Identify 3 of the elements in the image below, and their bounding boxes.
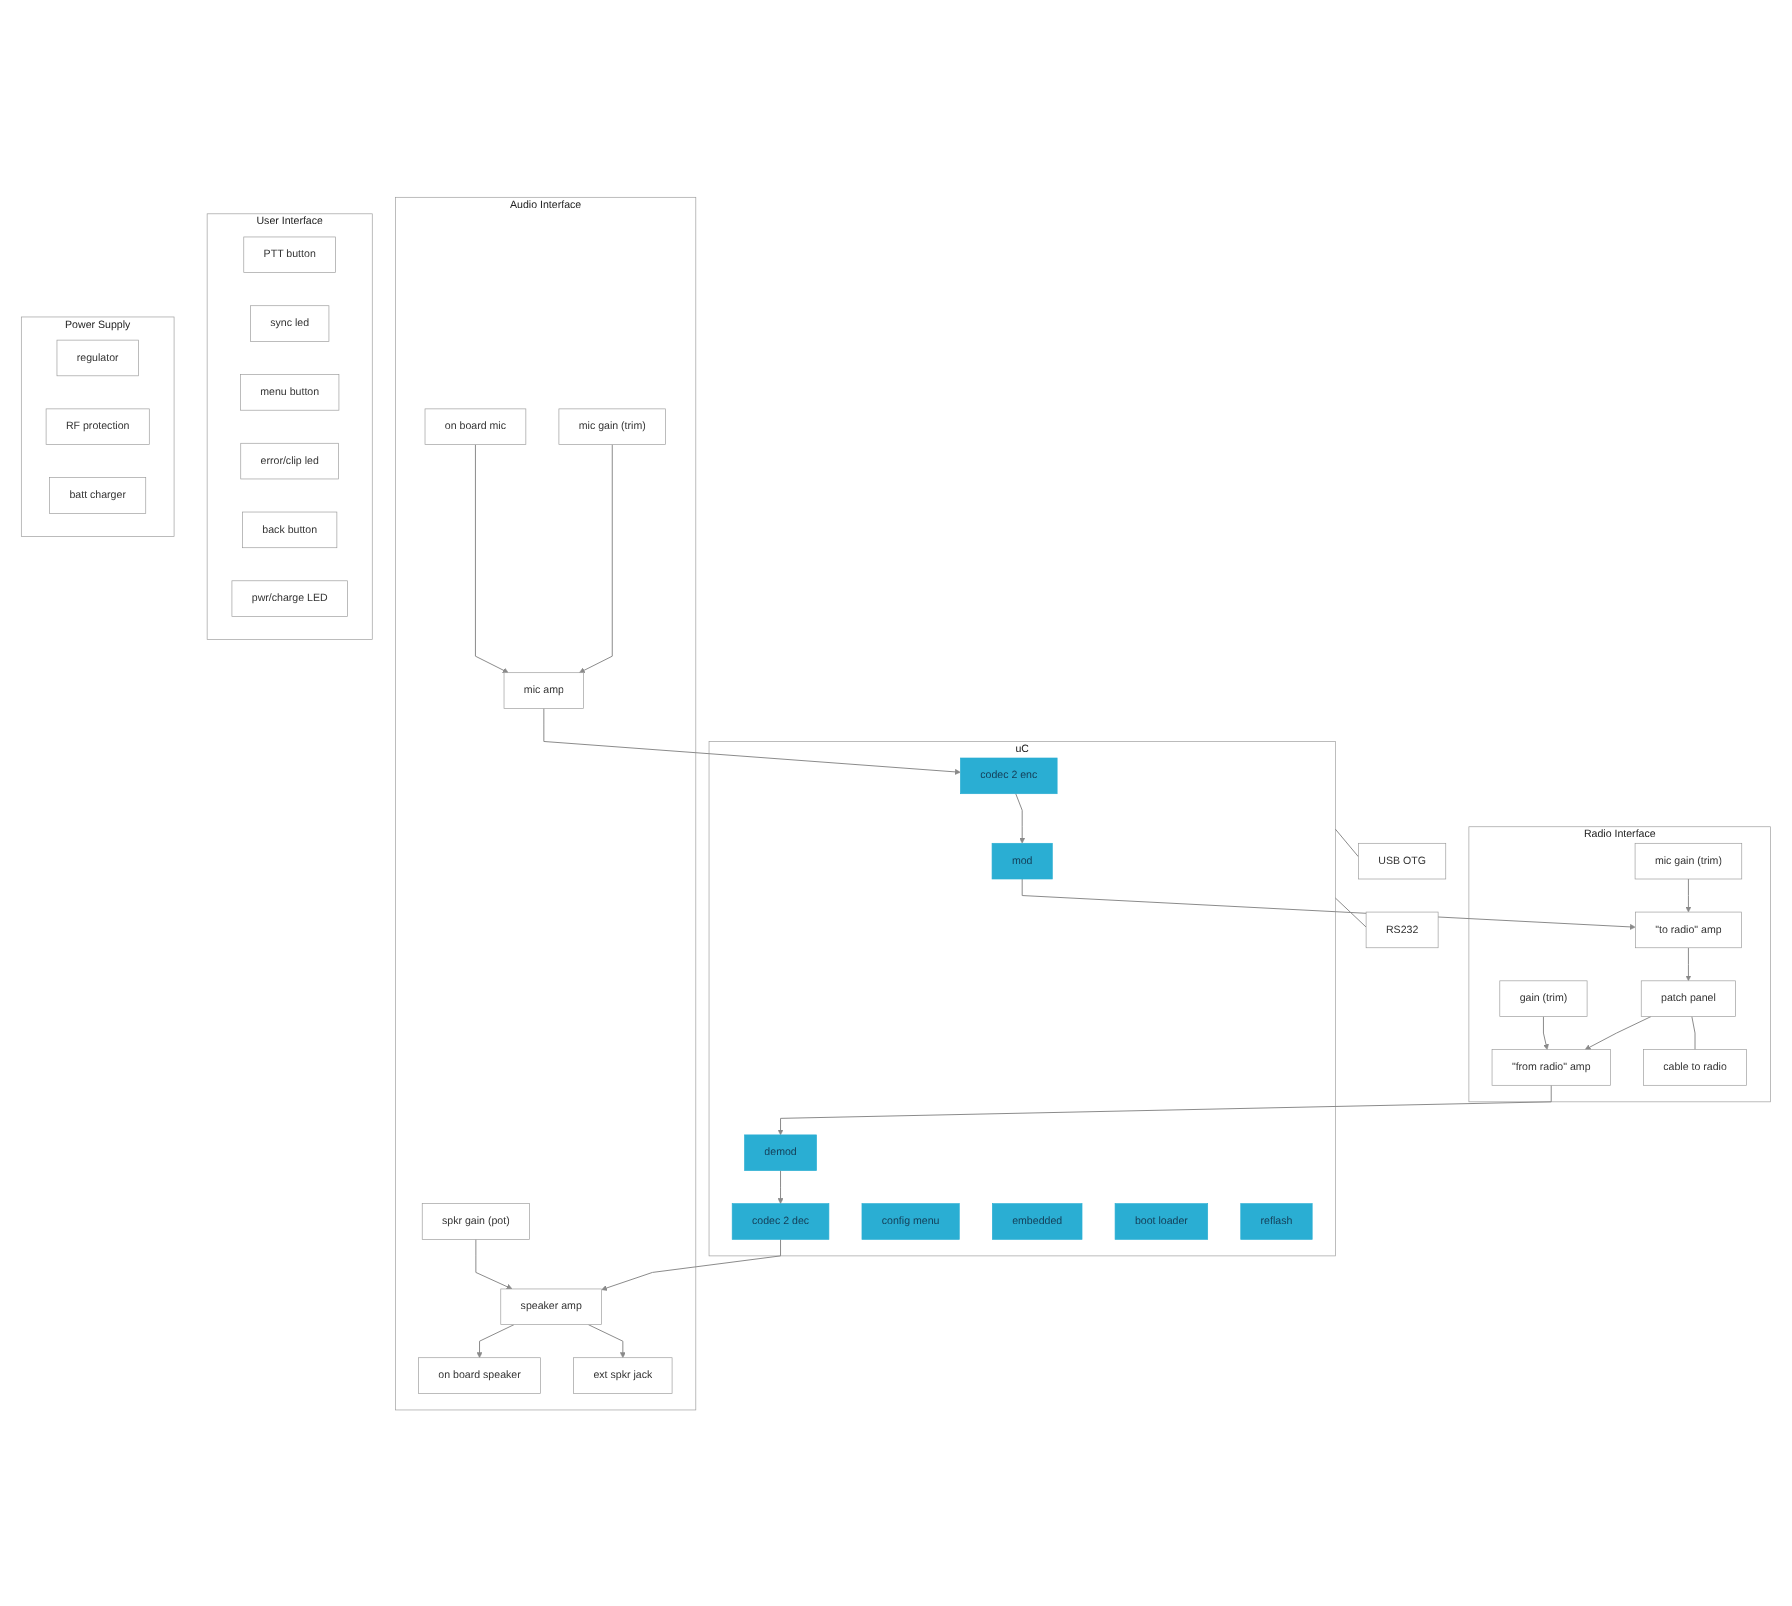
connector [1334,827,1359,857]
connector [1334,896,1367,927]
connector [1691,1015,1696,1050]
